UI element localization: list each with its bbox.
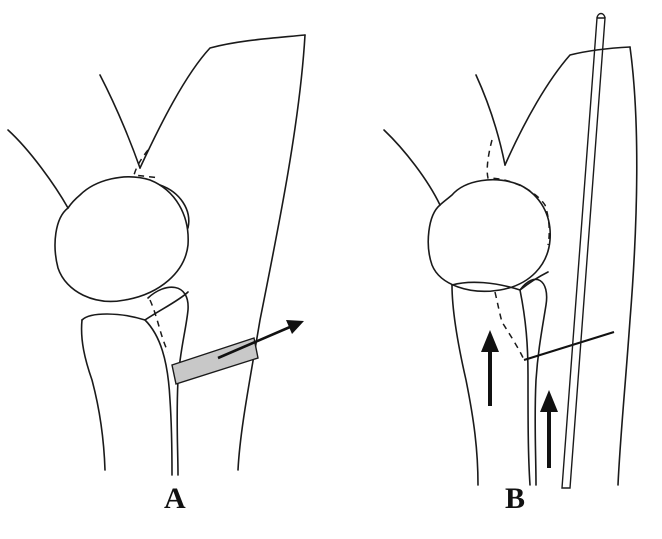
panel-a-osteotomy-wedge <box>172 338 258 384</box>
panel-label-b: B <box>505 484 525 514</box>
panel-b-femoral-condyle <box>428 180 550 291</box>
panel-b-arrow-right <box>540 390 558 468</box>
panel-a-drawing <box>8 35 305 475</box>
panel-a-tibia-shaft-left <box>82 320 105 470</box>
panel-a-tibia-inner <box>145 320 172 475</box>
panel-b-arrow-left <box>481 330 499 406</box>
panel-b-tibia-dashed-line <box>495 292 524 360</box>
panel-label-a: A <box>164 484 186 514</box>
panel-b-tibia-shaft-right <box>618 47 637 485</box>
panel-b-osteotomy-line <box>524 332 614 360</box>
panel-a-femoral-condyle <box>55 177 188 302</box>
panel-b-drawing <box>384 14 637 489</box>
panel-a-tibia-plateau <box>82 292 188 320</box>
panel-a-upper-contour <box>140 35 305 168</box>
panel-b-upper-contour <box>505 47 630 165</box>
panel-a-condyle-edge <box>160 185 189 228</box>
panel-b-tibia-shaft-left <box>452 285 478 485</box>
panel-a-femur-outline <box>8 75 140 208</box>
panel-b-fixation-rod <box>562 14 605 489</box>
panel-b-femur-outline <box>384 75 505 205</box>
panel-a-tibia-shaft-right <box>238 35 305 470</box>
panel-b-tibia-inner <box>520 290 530 485</box>
panel-b-femur-dashed-line <box>487 140 549 245</box>
